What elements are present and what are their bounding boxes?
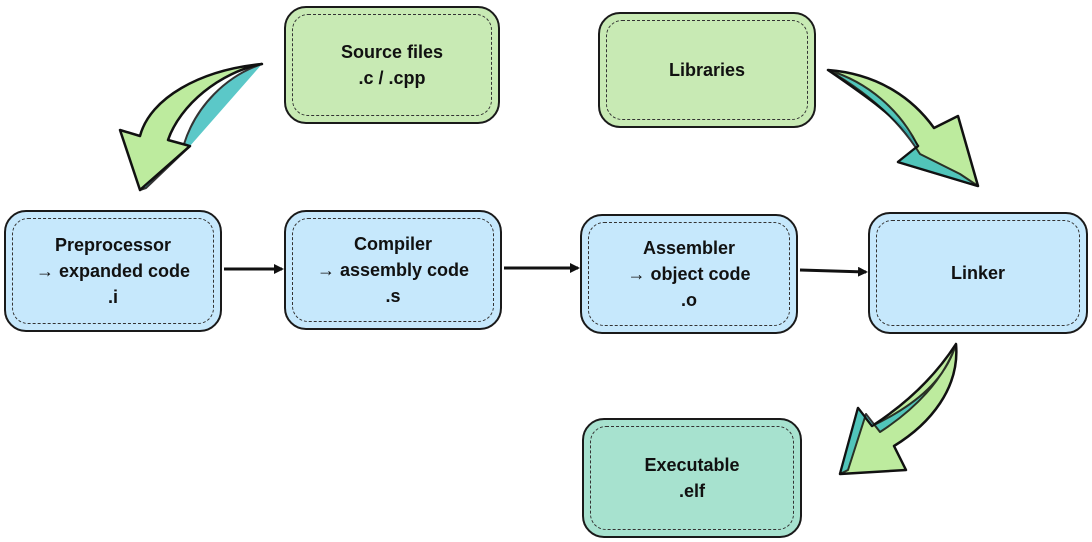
node-line: Libraries bbox=[668, 60, 746, 80]
node-line: .elf bbox=[678, 481, 705, 501]
node-line: Source files bbox=[340, 42, 444, 62]
node-line: → expanded code bbox=[35, 261, 191, 281]
node-line: .i bbox=[107, 287, 118, 307]
node-source-files: Source files .c / .cpp bbox=[284, 6, 500, 124]
node-preprocessor: Preprocessor → expanded code .i bbox=[4, 210, 222, 332]
node-label: Linker bbox=[951, 260, 1005, 286]
node-line: → assembly code bbox=[316, 260, 470, 280]
node-line: Linker bbox=[950, 263, 1006, 283]
edge-libraries-linker bbox=[826, 68, 980, 188]
node-label: Assembler → object code .o bbox=[627, 235, 750, 313]
node-line: Assembler bbox=[642, 238, 736, 258]
node-line: .s bbox=[385, 286, 401, 306]
node-label: Libraries bbox=[669, 57, 745, 83]
node-compiler: Compiler → assembly code .s bbox=[284, 210, 502, 330]
node-linker: Linker bbox=[868, 212, 1088, 334]
node-label: Compiler → assembly code .s bbox=[317, 231, 469, 309]
edge-linker-executable bbox=[838, 342, 958, 476]
node-line: → object code bbox=[627, 264, 751, 284]
node-line: Compiler bbox=[353, 234, 432, 254]
node-label: Executable .elf bbox=[644, 452, 739, 504]
node-assembler: Assembler → object code .o bbox=[580, 214, 798, 334]
edge-assembler-linker bbox=[799, 266, 868, 277]
node-line: Executable bbox=[644, 455, 740, 475]
node-label: Preprocessor → expanded code .i bbox=[36, 232, 190, 310]
node-line: .o bbox=[681, 290, 697, 310]
node-label: Source files .c / .cpp bbox=[341, 39, 443, 91]
node-libraries: Libraries bbox=[598, 12, 816, 128]
edge-source-preprocessor bbox=[118, 62, 264, 192]
node-line: .c / .cpp bbox=[358, 68, 426, 88]
node-line: Preprocessor bbox=[54, 235, 172, 255]
node-executable: Executable .elf bbox=[582, 418, 802, 538]
